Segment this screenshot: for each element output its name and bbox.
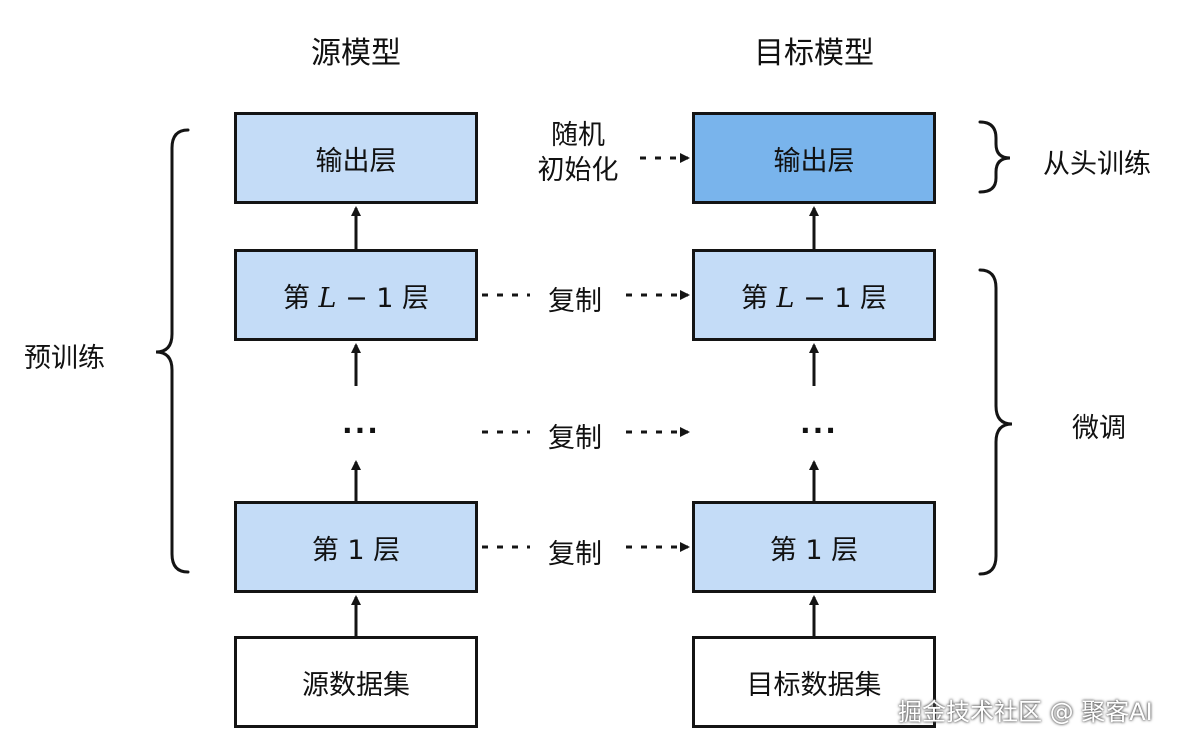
source-output-layer-label: 输出层 [315, 145, 397, 177]
brace-train-from-scratch [978, 120, 1011, 194]
source-output-layer: 输出层 [234, 112, 478, 204]
brace-finetune [978, 268, 1013, 576]
target-dataset: 目标数据集 [692, 636, 936, 728]
train-from-scratch-label: 从头训练 [1043, 149, 1151, 180]
target-layer-l-minus-1-label: 第 L − 1 层 [740, 282, 888, 314]
watermark-text: 掘金技术社区 @ 聚客AI [898, 698, 1153, 726]
pretrain-label: 预训练 [24, 343, 105, 374]
copy-label-lower: 复制 [548, 539, 602, 570]
target-layer-l-minus-1: 第 L − 1 层 [692, 249, 936, 341]
target-output-layer: 输出层 [692, 112, 936, 204]
source-layer-l-minus-1: 第 L − 1 层 [234, 249, 478, 341]
target-layer-1-label: 第 1 层 [769, 534, 859, 566]
source-dataset-label: 源数据集 [302, 669, 410, 701]
finetune-label: 微调 [1072, 413, 1126, 444]
source-layer-1-label: 第 1 层 [311, 534, 401, 566]
target-dataset-label: 目标数据集 [746, 669, 882, 701]
copy-label-upper: 复制 [548, 286, 602, 317]
brace-pretrain [155, 128, 190, 574]
target-layer-1: 第 1 层 [692, 501, 936, 593]
source-layer-l-minus-1-label: 第 L − 1 层 [282, 282, 430, 314]
source-model-title: 源模型 [311, 36, 401, 71]
source-layer-1: 第 1 层 [234, 501, 478, 593]
target-model-title: 目标模型 [754, 36, 874, 71]
copy-label-middle: 复制 [548, 423, 602, 454]
random-init-label: 随机 初始化 [537, 120, 619, 187]
source-ellipsis: ··· [342, 414, 380, 447]
target-output-layer-label: 输出层 [773, 145, 855, 177]
target-ellipsis: ··· [800, 414, 838, 447]
source-dataset: 源数据集 [234, 636, 478, 728]
